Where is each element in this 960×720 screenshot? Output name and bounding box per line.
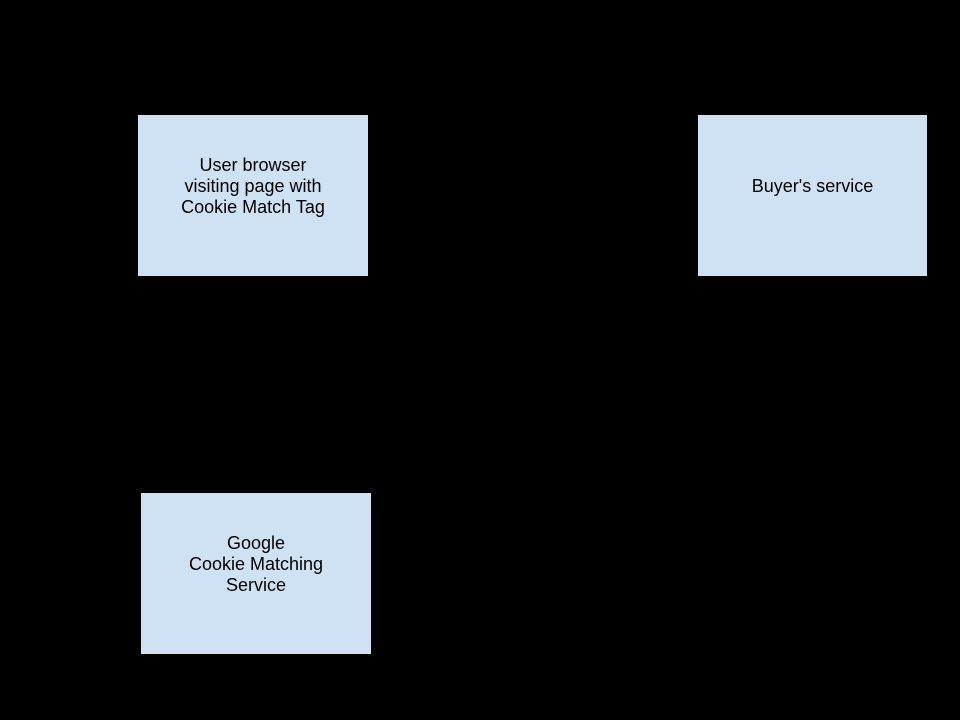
node-buyers-service-label: Buyer's service xyxy=(751,176,874,196)
node-user-browser-label: User browser visiting page with Cookie M… xyxy=(181,155,325,217)
node-google-cookie-matching-service-label: Google Cookie Matching Service xyxy=(188,533,324,595)
node-user-browser: User browser visiting page with Cookie M… xyxy=(137,114,369,277)
node-buyers-service: Buyer's service xyxy=(697,114,928,277)
node-google-cookie-matching-service: Google Cookie Matching Service xyxy=(140,492,372,655)
